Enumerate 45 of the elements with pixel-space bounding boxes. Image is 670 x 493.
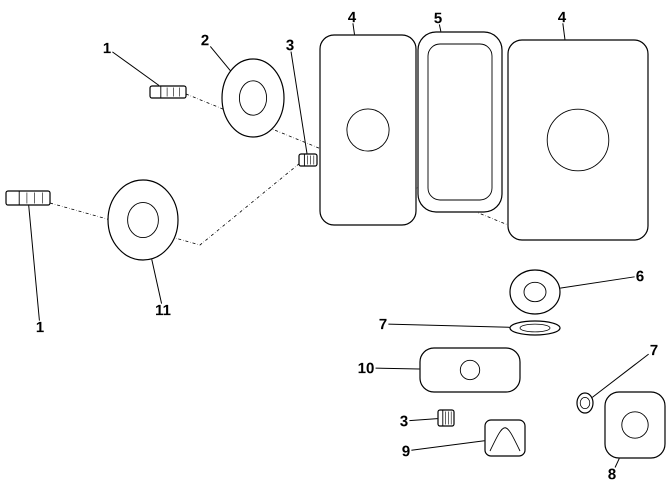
bolt-drawing	[437, 409, 455, 427]
clip-drawing	[484, 419, 526, 457]
pump-housing-drawing	[319, 34, 417, 226]
seal-drawing	[576, 392, 594, 414]
callout-number: 7	[650, 344, 658, 356]
thermostat-cover-drawing	[419, 347, 521, 393]
leader-line	[352, 22, 355, 35]
leader-line	[375, 368, 420, 370]
callout-number: 4	[558, 12, 566, 22]
o-ring-drawing	[509, 320, 561, 336]
leader-line	[408, 418, 438, 422]
bolt-drawing	[5, 190, 51, 206]
gasket-drawing	[417, 31, 503, 213]
callout-number: 3	[400, 416, 408, 426]
bolt-drawing	[298, 153, 318, 167]
thermostat-drawing	[509, 269, 561, 315]
bolt-drawing	[149, 85, 187, 99]
elbow-hose-drawing	[604, 391, 666, 459]
pulley-drawing	[221, 58, 285, 138]
leader-line	[562, 22, 566, 40]
pulley-drawing	[107, 179, 179, 261]
leader-line	[560, 276, 636, 289]
callout-number: 3	[286, 40, 294, 50]
callout-number: 9	[402, 446, 410, 456]
callout-number: 1	[36, 322, 44, 332]
callout-number: 7	[379, 318, 387, 330]
leader-line	[28, 205, 40, 322]
callout-number: 2	[201, 34, 209, 46]
leader-line	[614, 458, 620, 468]
callout-number: 8	[608, 468, 616, 480]
leader-line	[112, 51, 160, 86]
callout-number: 6	[636, 270, 644, 282]
callout-number: 5	[434, 12, 442, 24]
leader-line	[388, 324, 510, 328]
leader-line	[210, 46, 231, 72]
callout-number: 4	[348, 12, 356, 22]
pump-housing-drawing	[507, 39, 649, 241]
leader-line	[410, 440, 485, 451]
leader-line	[438, 24, 442, 32]
leader-line	[592, 354, 650, 398]
callout-number: 10	[358, 362, 374, 374]
leader-line	[151, 258, 162, 304]
callout-number: 1	[104, 42, 111, 54]
leader-line	[290, 51, 308, 154]
callout-number: 11	[156, 304, 171, 316]
